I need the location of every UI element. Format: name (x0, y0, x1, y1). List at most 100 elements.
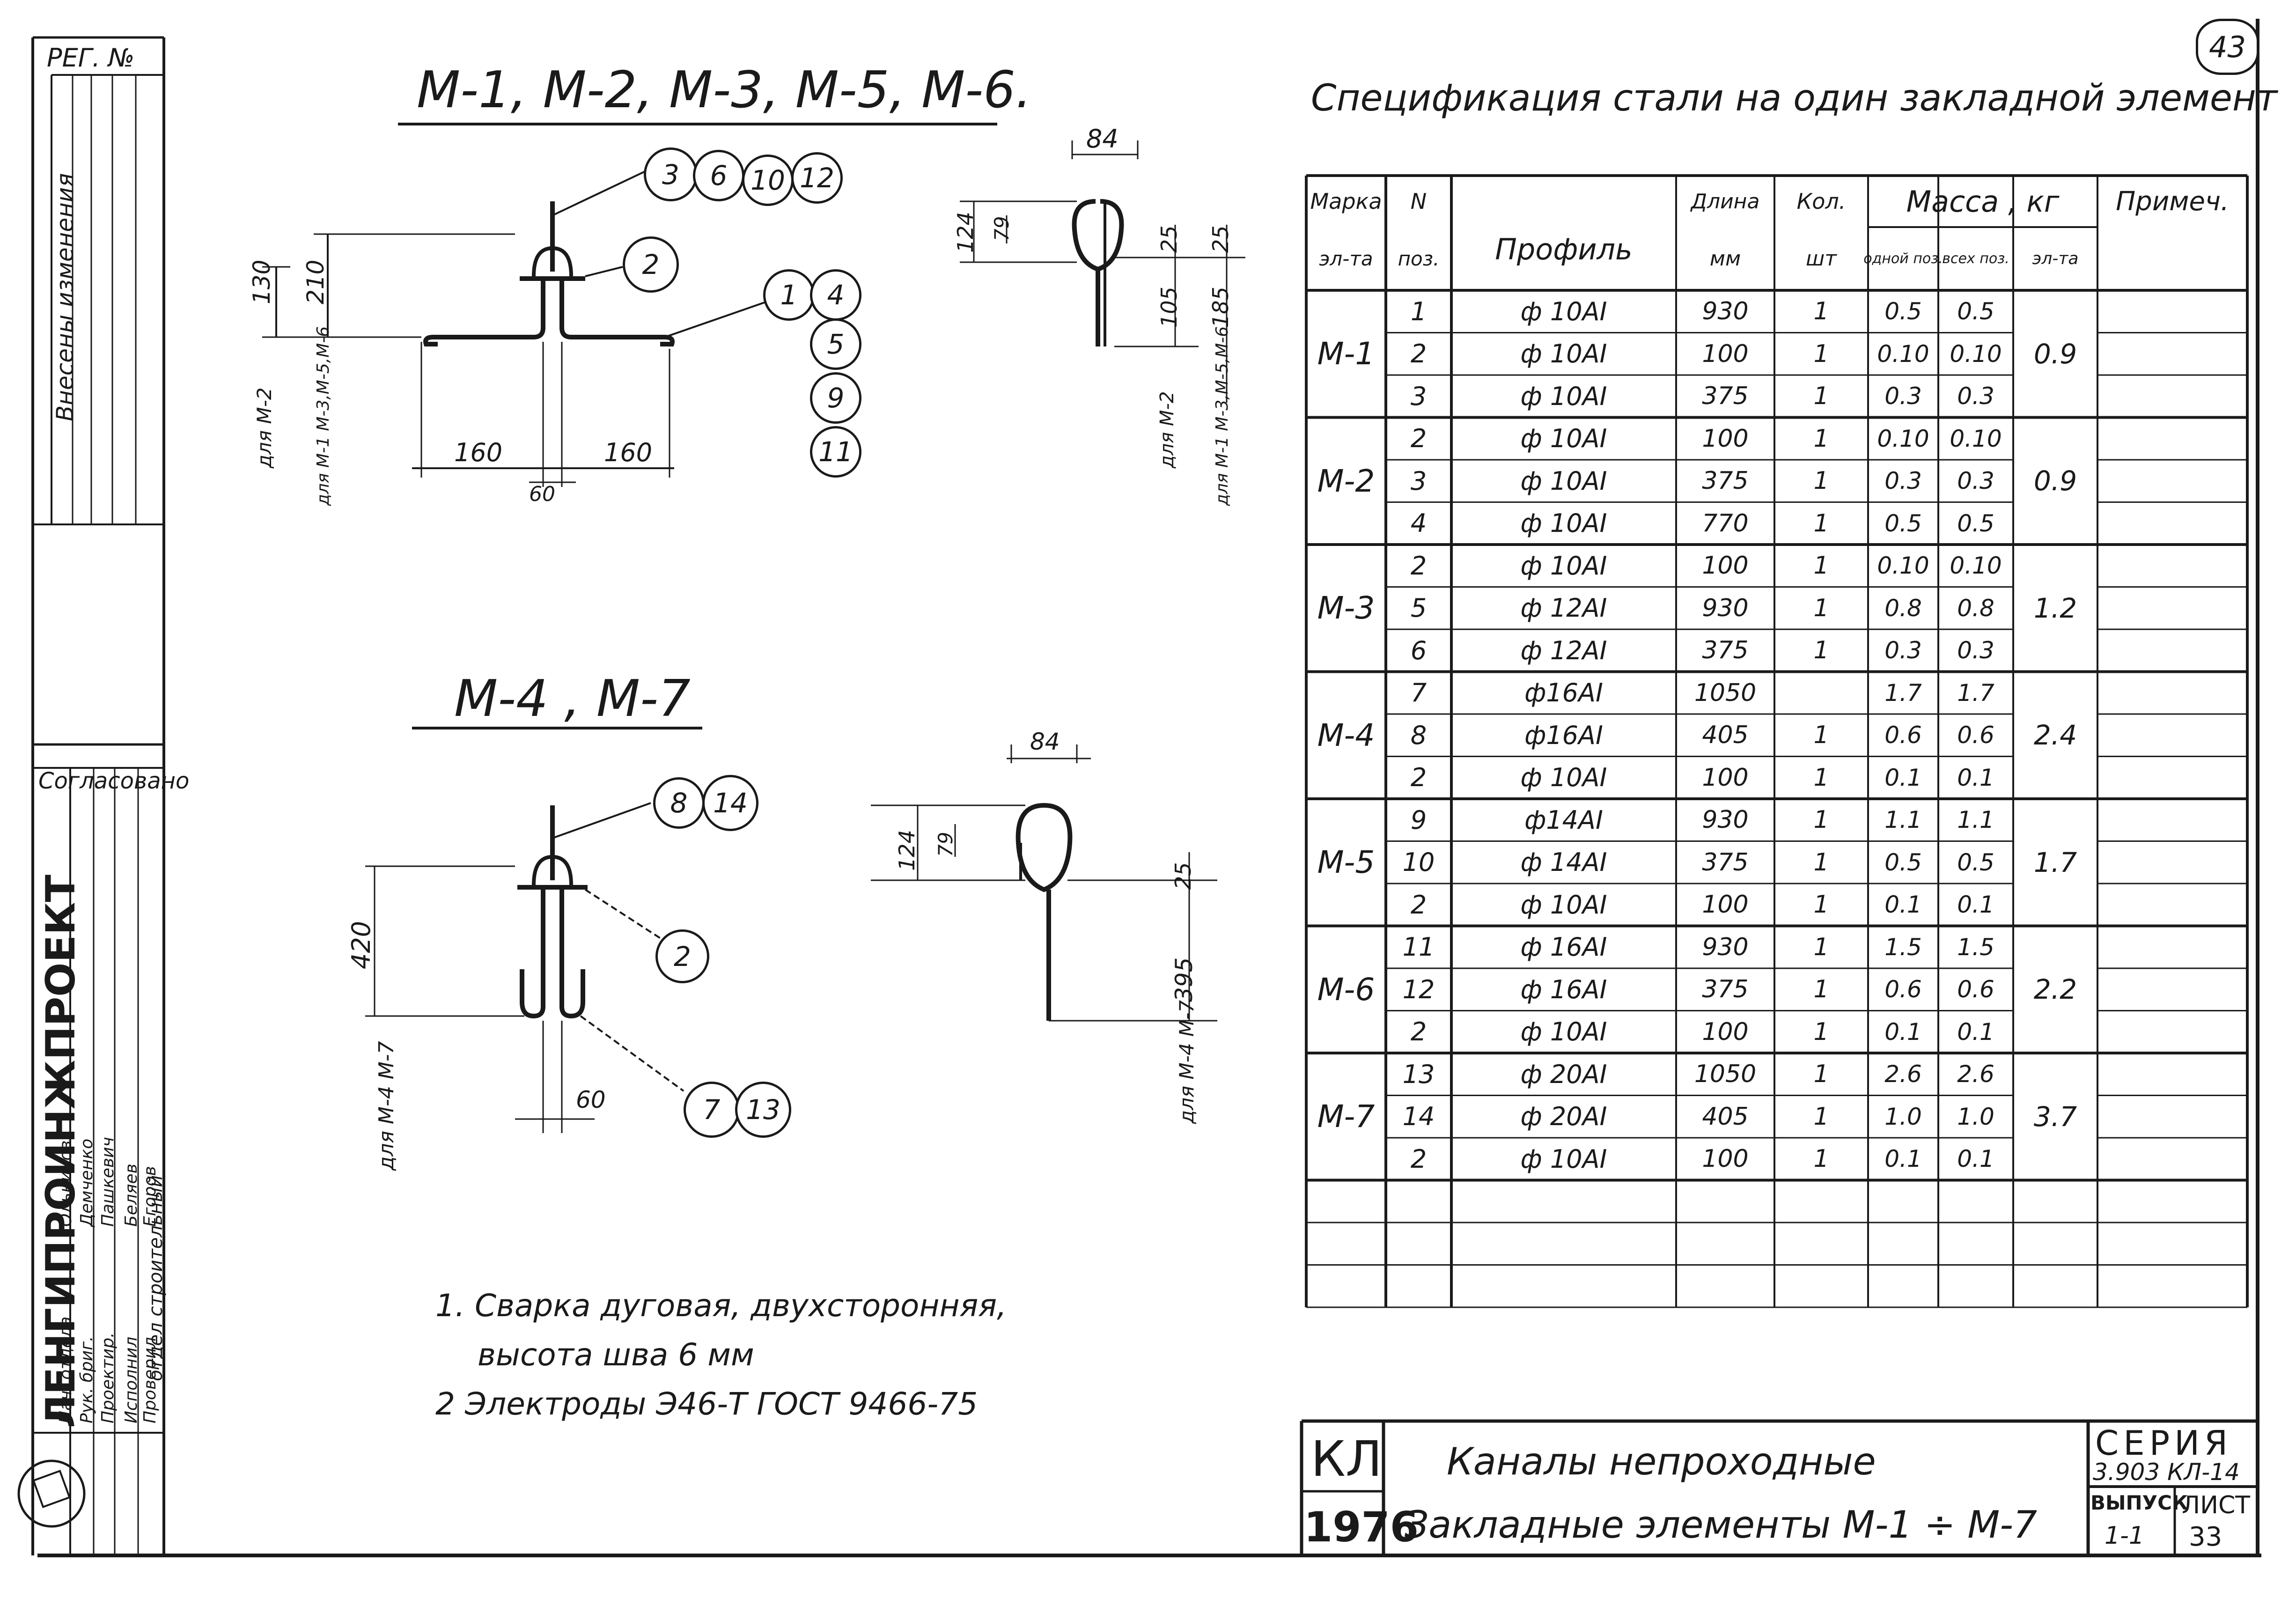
sheet-value: 33 (2189, 1522, 2222, 1552)
mass-all-cell: 0.6 (1957, 976, 1994, 1003)
callout-3: 3 (644, 147, 698, 201)
mass-all-cell: 0.5 (1957, 298, 1994, 325)
callout-2-top: 2 (623, 236, 679, 293)
length-cell: 375 (1702, 975, 1749, 1004)
pos-cell: 13 (1402, 1059, 1435, 1089)
pos-cell: 2 (1410, 890, 1427, 920)
qty-cell: 1 (1813, 382, 1829, 411)
dim-84-bottom: 84 (1030, 728, 1060, 755)
title-year: 1976 (1304, 1503, 1419, 1551)
pos-cell: 2 (1410, 551, 1427, 581)
qty-cell: 1 (1813, 1060, 1829, 1089)
qty-cell: 1 (1813, 509, 1829, 538)
dim-160-right: 160 (604, 438, 653, 467)
mark-cell: М-1 (1317, 336, 1375, 372)
header-mass-el: эл-та (2032, 249, 2079, 268)
profile-cell: ф 10АI (1520, 508, 1607, 538)
note-1b: высота шва 6 мм (478, 1337, 754, 1373)
header-note: Примеч. (2116, 186, 2229, 217)
mass-one-cell: 0.3 (1884, 637, 1922, 664)
callout-11: 11 (810, 426, 861, 478)
mass-one-cell: 0.10 (1877, 425, 1929, 452)
profile-cell: ф16АI (1524, 720, 1603, 750)
header-mark: Марка (1310, 189, 1382, 214)
mass-all-cell: 0.1 (1957, 1018, 1994, 1046)
qty-cell: 1 (1813, 763, 1829, 792)
pos-cell: 14 (1402, 1102, 1435, 1132)
mass-all-cell: 0.1 (1957, 1145, 1994, 1173)
mass-one-cell: 0.5 (1884, 848, 1922, 876)
mass-all-cell: 1.5 (1957, 933, 1994, 961)
pos-cell: 2 (1410, 763, 1427, 793)
mass-one-cell: 1.7 (1884, 679, 1922, 707)
length-cell: 375 (1702, 636, 1749, 665)
length-cell: 100 (1702, 891, 1749, 919)
sheet-number: 43 (2196, 19, 2259, 75)
length-cell: 930 (1702, 933, 1749, 961)
profile-cell: ф 10АI (1520, 1144, 1607, 1174)
mass-el-cell: 2.4 (2033, 719, 2077, 751)
profile-cell: ф 12АI (1520, 593, 1607, 623)
header-mark-sub: эл-та (1319, 247, 1373, 270)
callout-10: 10 (742, 155, 794, 206)
pos-cell: 3 (1410, 466, 1427, 496)
length-cell: 375 (1702, 467, 1749, 495)
mass-one-cell: 0.5 (1884, 298, 1922, 325)
length-cell: 100 (1702, 763, 1749, 792)
length-cell: 930 (1702, 806, 1749, 834)
qty-cell: 1 (1813, 552, 1829, 580)
note-1: 1. Сварка дуговая, двухсторонняя, (435, 1288, 1007, 1324)
qty-cell: 1 (1813, 339, 1829, 368)
pos-cell: 11 (1402, 932, 1435, 962)
pos-cell: 3 (1410, 381, 1427, 411)
mass-all-cell: 0.5 (1957, 509, 1994, 537)
profile-cell: ф 14АI (1520, 847, 1607, 877)
mass-el-cell: 3.7 (2033, 1100, 2077, 1133)
title-main: Каналы непроходные (1447, 1440, 1876, 1483)
approved-label: Согласовано (38, 768, 190, 794)
mass-all-cell: 1.0 (1957, 1103, 1994, 1130)
pos-cell: 1 (1410, 296, 1427, 326)
mark-cell: М-6 (1317, 971, 1375, 1008)
length-cell: 100 (1702, 339, 1749, 368)
length-cell: 375 (1702, 382, 1749, 411)
length-cell: 100 (1702, 1145, 1749, 1173)
reg-label: РЕГ. № (47, 43, 135, 73)
mass-all-cell: 0.6 (1957, 722, 1994, 749)
qty-cell: 1 (1813, 1102, 1829, 1131)
mass-all-cell: 0.10 (1950, 552, 2002, 580)
qty-cell: 1 (1813, 297, 1829, 326)
profile-cell: ф 20АI (1520, 1059, 1607, 1089)
mark-cell: М-7 (1317, 1098, 1375, 1135)
mass-one-cell: 0.1 (1884, 764, 1922, 791)
profile-cell: ф 10АI (1520, 339, 1607, 369)
length-cell: 405 (1702, 721, 1749, 750)
pos-cell: 10 (1402, 847, 1435, 877)
mass-all-cell: 0.10 (1950, 340, 2002, 368)
mass-one-cell: 0.3 (1884, 383, 1922, 410)
callout-1: 1 (763, 269, 815, 321)
profile-cell: ф 10АI (1520, 1017, 1607, 1047)
pos-cell: 6 (1410, 635, 1427, 665)
header-mass-all: всех поз. (1942, 250, 2009, 267)
qty-cell: 1 (1813, 636, 1829, 665)
length-cell: 930 (1702, 297, 1749, 326)
callout-12: 12 (791, 152, 843, 204)
pos-cell: 2 (1410, 424, 1427, 454)
length-cell: 375 (1702, 848, 1749, 877)
mass-one-cell: 1.0 (1884, 1103, 1922, 1130)
qty-cell: 1 (1813, 1017, 1829, 1046)
mass-one-cell: 0.3 (1884, 467, 1922, 495)
mass-all-cell: 0.8 (1957, 594, 1994, 622)
profile-cell: ф 16АI (1520, 932, 1607, 962)
spec-title: Спецификация стали на один закладной эле… (1311, 77, 2278, 119)
profile-cell: ф 20АI (1520, 1102, 1607, 1132)
mass-all-cell: 0.1 (1957, 764, 1994, 791)
callout-4: 4 (810, 269, 861, 321)
mass-one-cell: 2.6 (1884, 1061, 1922, 1088)
title-code: КЛ (1311, 1430, 1383, 1488)
profile-cell: ф 10АI (1520, 424, 1607, 454)
qty-cell: 1 (1813, 467, 1829, 495)
qty-cell: 1 (1813, 975, 1829, 1004)
